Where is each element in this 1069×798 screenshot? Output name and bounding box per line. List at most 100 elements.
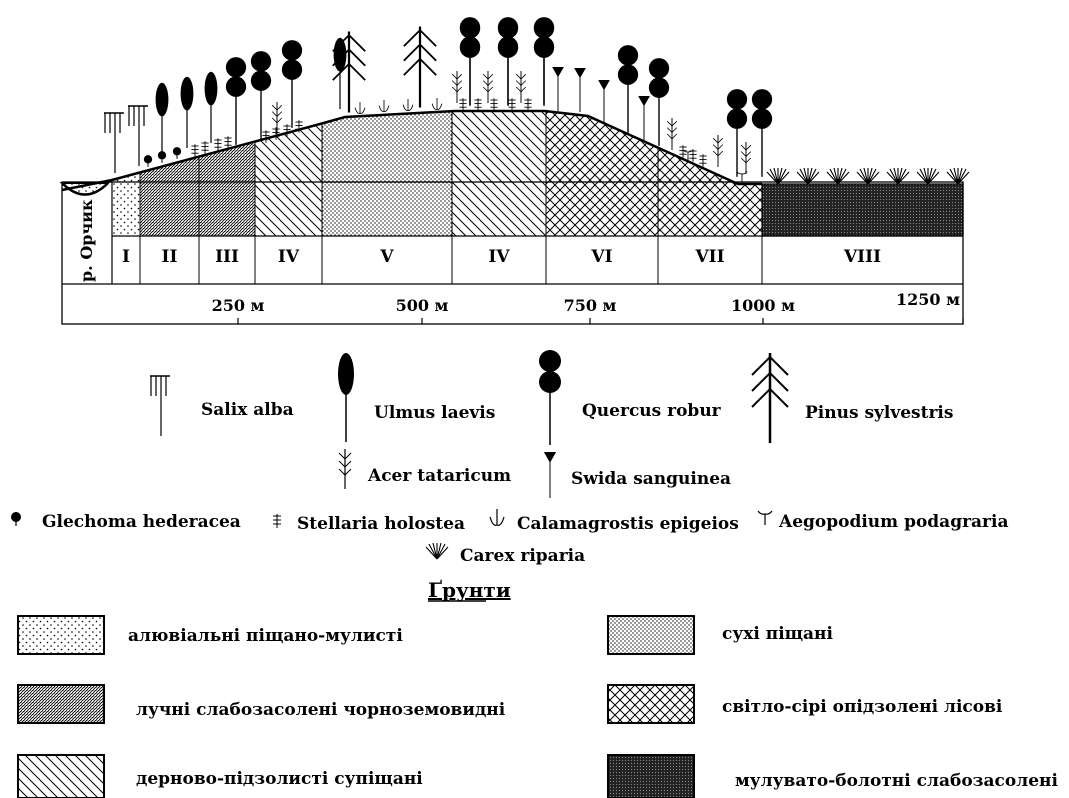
acer-icon xyxy=(666,117,678,151)
soil-band-zone-6 xyxy=(452,111,546,236)
distance-tick-label: 750 м xyxy=(564,296,617,315)
zone-label-4: IV xyxy=(278,247,300,267)
glechoma-icon xyxy=(143,154,153,168)
glechoma-icon xyxy=(10,511,22,527)
ground-surface-line xyxy=(61,109,762,192)
soil-band-zone-4 xyxy=(255,123,322,236)
calamagrostis-icon xyxy=(431,97,443,110)
ulmus-icon xyxy=(179,76,195,149)
aegopodium-icon xyxy=(736,171,748,183)
stellaria-icon xyxy=(272,513,282,529)
zone-label-5: V xyxy=(379,247,394,267)
ulmus-icon xyxy=(337,352,355,443)
acer-icon xyxy=(482,70,494,104)
soil-band-zone-8 xyxy=(658,147,762,236)
legend-quercus-label: Quercus robur xyxy=(582,401,722,421)
aegopodium-icon xyxy=(757,510,773,526)
soil-band-zone-3 xyxy=(199,141,255,236)
legend-acer-label: Acer tataricum xyxy=(367,466,511,486)
soils-title: Ґрунти xyxy=(428,578,511,602)
soil-band-zone-7 xyxy=(546,111,658,236)
carex-icon xyxy=(425,542,449,560)
swida-icon xyxy=(543,451,557,499)
legend-carex-label: Carex riparia xyxy=(460,546,585,566)
soil-swatch-meadow xyxy=(17,684,105,724)
legend-swida-label: Swida sanguinea xyxy=(571,469,731,489)
glechoma-icon xyxy=(172,146,182,160)
profile-frame xyxy=(61,181,964,325)
calamagrostis-icon xyxy=(402,98,414,111)
quercus-icon xyxy=(538,349,562,446)
quercus-icon xyxy=(281,39,303,129)
plant-legend: Salix alba Ulmus laevis Quercus robur Pi… xyxy=(10,349,1008,566)
salix-icon xyxy=(103,112,125,174)
swida-icon xyxy=(597,79,611,125)
legend-stellaria-label: Stellaria holostea xyxy=(297,514,465,534)
quercus-icon xyxy=(648,57,670,147)
quercus-icon xyxy=(459,16,481,106)
legend-ulmus-label: Ulmus laevis xyxy=(374,403,495,423)
swida-icon xyxy=(637,95,651,141)
acer-icon xyxy=(515,70,527,104)
stellaria-icon xyxy=(523,97,533,112)
calamagrostis-icon xyxy=(378,99,390,112)
ulmus-icon xyxy=(203,71,219,144)
soil-swatch-alluvial xyxy=(17,615,105,655)
quercus-icon xyxy=(751,88,773,178)
acer-icon xyxy=(740,141,752,175)
swida-icon xyxy=(573,67,587,113)
soil-swatch-dry_sand xyxy=(607,615,695,655)
distance-tick-label: 250 м xyxy=(212,296,265,315)
stellaria-icon xyxy=(698,153,708,168)
ulmus-icon xyxy=(154,82,170,155)
stellaria-icon xyxy=(507,97,517,112)
pinus-icon xyxy=(402,25,438,109)
soil-legend-label-swamp: мулувато-болотні слабозасолені xyxy=(735,771,1058,791)
acer-icon xyxy=(451,70,463,104)
stellaria-icon xyxy=(200,140,210,155)
distance-tick-label: 1250 м xyxy=(896,290,960,309)
glechoma-icon xyxy=(157,150,167,164)
soil-legend-label-alluvial: алювіальні піщано-мулисті xyxy=(128,626,403,646)
calamagrostis-icon xyxy=(489,508,505,526)
calamagrostis-icon xyxy=(354,101,366,114)
pinus-icon xyxy=(750,351,790,445)
soil-legend-label-forest: світло-сірі опідзолені лісові xyxy=(722,697,1003,717)
zone-label-9: VIII xyxy=(843,247,881,267)
zone-label-8: VII xyxy=(694,247,724,267)
quercus-icon xyxy=(225,56,247,146)
stellaria-icon xyxy=(489,97,499,112)
soil-band-zone-9 xyxy=(762,184,963,236)
soil-legend-label-dry_sand: сухі піщані xyxy=(722,624,833,644)
quercus-icon xyxy=(617,44,639,134)
stellaria-icon xyxy=(688,148,698,163)
legend-calamagrostis-label: Calamagrostis epigeios xyxy=(517,514,739,534)
soil-legend-label-sod: дерново-підзолисті супіщані xyxy=(136,769,423,789)
river-channel xyxy=(59,182,111,196)
salix-icon xyxy=(149,375,171,437)
distance-tick-label: 1000 м xyxy=(731,296,795,315)
swida-icon xyxy=(551,66,565,112)
soil-legend: алювіальні піщано-мулисті сухі піщані лучн… xyxy=(17,615,1058,798)
stellaria-icon xyxy=(213,137,223,152)
zone-label-1: I xyxy=(122,247,130,267)
soil-swatch-forest xyxy=(607,684,695,724)
quercus-icon xyxy=(533,16,555,106)
soil-band-zone-1 xyxy=(112,172,140,236)
soil-band-zone-2 xyxy=(140,156,199,236)
zone-label-3: III xyxy=(215,247,239,267)
legend-glechoma-label: Glechoma hederacea xyxy=(42,512,241,532)
acer-icon xyxy=(338,448,352,490)
zone-label-2: II xyxy=(162,247,178,267)
soil-swatch-sod xyxy=(17,754,105,798)
legend-pinus-label: Pinus sylvestris xyxy=(805,403,953,423)
stellaria-icon xyxy=(458,97,468,112)
soil-swatch-swamp xyxy=(607,754,695,798)
soil-legend-label-meadow: лучні слабозасолені чорноземовидні xyxy=(136,700,506,720)
quercus-icon xyxy=(250,50,272,140)
acer-icon xyxy=(712,134,724,168)
zone-label-7: VI xyxy=(590,247,612,267)
river-label: р. Орчик xyxy=(77,199,96,282)
